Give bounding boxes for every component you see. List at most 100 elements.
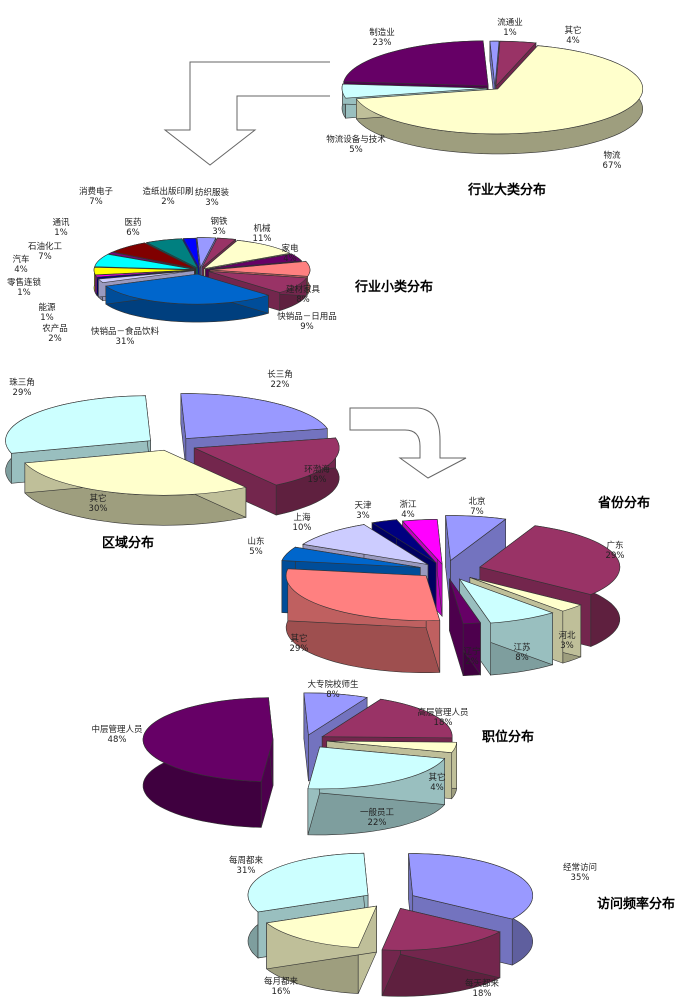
slice-percent-label: 18% bbox=[434, 718, 453, 728]
slice-percent-label: 5% bbox=[249, 547, 263, 557]
slice-category-label: 经常访问 bbox=[563, 862, 597, 873]
chart-title-visit-frequency: 访问频率分布 bbox=[597, 896, 675, 912]
pie-slice-3-3 bbox=[458, 578, 554, 676]
slice-percent-label: 2% bbox=[465, 657, 479, 667]
slice-category-label: 零售连锁 bbox=[7, 277, 42, 288]
slice-category-label: 其它 bbox=[89, 493, 106, 504]
slice-percent-label: 31% bbox=[237, 866, 256, 876]
slice-percent-label: 9% bbox=[300, 322, 314, 332]
pie-chart-1: 纺织服装3%钢铁3%机械11%家电4%建材家具8%快销品－日用品9%快销品－食品… bbox=[7, 186, 337, 347]
slice-category-label: 大专院校师生 bbox=[307, 679, 359, 690]
slice-percent-label: 30% bbox=[89, 504, 108, 514]
slice-category-label: 浙江 bbox=[399, 499, 417, 510]
slice-category-label: 辽宁 bbox=[463, 646, 480, 657]
slice-category-label: 石油化工 bbox=[28, 241, 63, 252]
slice-category-label: 每天都来 bbox=[465, 978, 500, 989]
slice-percent-label: 2% bbox=[48, 334, 62, 344]
slice-percent-label: 4% bbox=[566, 36, 580, 46]
slice-category-label: 造纸出版印刷 bbox=[142, 186, 193, 197]
slice-percent-label: 4% bbox=[401, 510, 415, 520]
slice-percent-label: 3% bbox=[560, 641, 574, 651]
pie-slice-2-2 bbox=[24, 449, 247, 526]
slice-percent-label: 29% bbox=[606, 551, 625, 561]
pie-slice-4-4 bbox=[142, 697, 274, 828]
slice-percent-label: 6% bbox=[126, 228, 140, 238]
slice-percent-label: 1% bbox=[54, 228, 68, 238]
slice-percent-label: 23% bbox=[373, 38, 392, 48]
slice-category-label: 机械 bbox=[253, 223, 271, 234]
pie-slice-3-4 bbox=[449, 577, 482, 677]
slice-percent-label: 18% bbox=[473, 989, 492, 999]
pie-slice-3-5 bbox=[285, 568, 441, 673]
slice-percent-label: 3% bbox=[212, 227, 226, 237]
slice-category-label: 江苏 bbox=[513, 642, 531, 653]
slice-percent-label: 4% bbox=[430, 783, 444, 793]
slice-percent-label: 10% bbox=[293, 523, 312, 533]
slice-category-label: 山东 bbox=[247, 536, 264, 547]
pie-slice-2-1 bbox=[193, 436, 340, 516]
slice-category-label: 广东 bbox=[606, 540, 623, 551]
slice-category-label: 医药 bbox=[124, 217, 141, 228]
slice-category-label: 上海 bbox=[293, 512, 311, 523]
chart-title-industry-major: 行业大类分布 bbox=[467, 182, 546, 198]
slice-category-label: 消费电子 bbox=[79, 186, 114, 197]
pie-slice-1-6 bbox=[104, 273, 270, 323]
slice-percent-label: 29% bbox=[13, 388, 32, 398]
pie-slice-5-1 bbox=[381, 907, 501, 997]
slice-percent-label: 16% bbox=[272, 987, 291, 997]
pie-slice-4-3 bbox=[307, 746, 446, 836]
slice-category-label: 纺织服装 bbox=[195, 187, 230, 198]
slice-category-label: 钢铁 bbox=[210, 216, 228, 227]
slice-category-label: 物流设备与技术 bbox=[326, 134, 386, 145]
slice-category-label: 建材家具 bbox=[286, 284, 321, 295]
slice-percent-label: 7% bbox=[38, 252, 52, 262]
pie-slice-0-2 bbox=[355, 44, 644, 155]
slice-category-label: 其它 bbox=[564, 25, 581, 36]
slice-category-label: 珠三角 bbox=[9, 377, 35, 388]
slice-percent-label: 7% bbox=[89, 197, 103, 207]
slice-percent-label: 11% bbox=[253, 234, 272, 244]
slice-category-label: 每周都来 bbox=[229, 855, 264, 866]
slice-percent-label: 1% bbox=[17, 288, 31, 298]
slice-category-label: 环渤海 bbox=[304, 464, 330, 475]
pie-slice-5-2 bbox=[265, 905, 378, 994]
slice-category-label: 通讯 bbox=[52, 217, 70, 228]
arrow-right-down-2 bbox=[349, 407, 467, 479]
slice-percent-label: 35% bbox=[571, 873, 590, 883]
slice-category-label: 每月都来 bbox=[264, 976, 299, 987]
slice-percent-label: 8% bbox=[326, 690, 340, 700]
slice-category-label: 汽车 bbox=[12, 254, 29, 265]
chart-title-industry-minor: 行业小类分布 bbox=[354, 279, 433, 295]
slice-category-label: 快销品－食品饮料 bbox=[91, 326, 160, 337]
chart-title-province: 省份分布 bbox=[597, 495, 650, 511]
slice-percent-label: 22% bbox=[271, 380, 290, 390]
slice-percent-label: 8% bbox=[515, 653, 529, 663]
slice-percent-label: 4% bbox=[14, 265, 28, 275]
slice-category-label: 天津 bbox=[354, 500, 372, 511]
slice-category-label: 一般员工 bbox=[360, 807, 395, 818]
slice-percent-label: 48% bbox=[108, 735, 127, 745]
arrow-down-1 bbox=[163, 61, 330, 166]
slice-category-label: 北京 bbox=[468, 496, 485, 507]
slice-percent-label: 7% bbox=[470, 507, 484, 517]
slice-percent-label: 5% bbox=[349, 145, 363, 155]
slice-category-label: 高层管理人员 bbox=[417, 707, 468, 718]
pie-chart-3: 北京7%广东29%河北3%江苏8%辽宁2%其它29%山东5%上海10%天津3%浙… bbox=[247, 496, 625, 677]
slice-category-label: 其它 bbox=[290, 633, 307, 644]
slice-category-label: 农产品 bbox=[42, 323, 68, 334]
slice-category-label: 长三角 bbox=[267, 369, 293, 380]
slice-percent-label: 3% bbox=[205, 198, 219, 208]
slice-percent-label: 67% bbox=[603, 161, 622, 171]
slice-percent-label: 31% bbox=[116, 337, 135, 347]
slice-percent-label: 3% bbox=[356, 511, 370, 521]
slice-category-label: 其它 bbox=[428, 772, 445, 783]
slice-category-label: 流通业 bbox=[497, 17, 523, 28]
slice-percent-label: 1% bbox=[40, 313, 54, 323]
slice-category-label: 快销品－日用品 bbox=[277, 311, 337, 322]
slice-category-label: 中层管理人员 bbox=[91, 724, 142, 735]
